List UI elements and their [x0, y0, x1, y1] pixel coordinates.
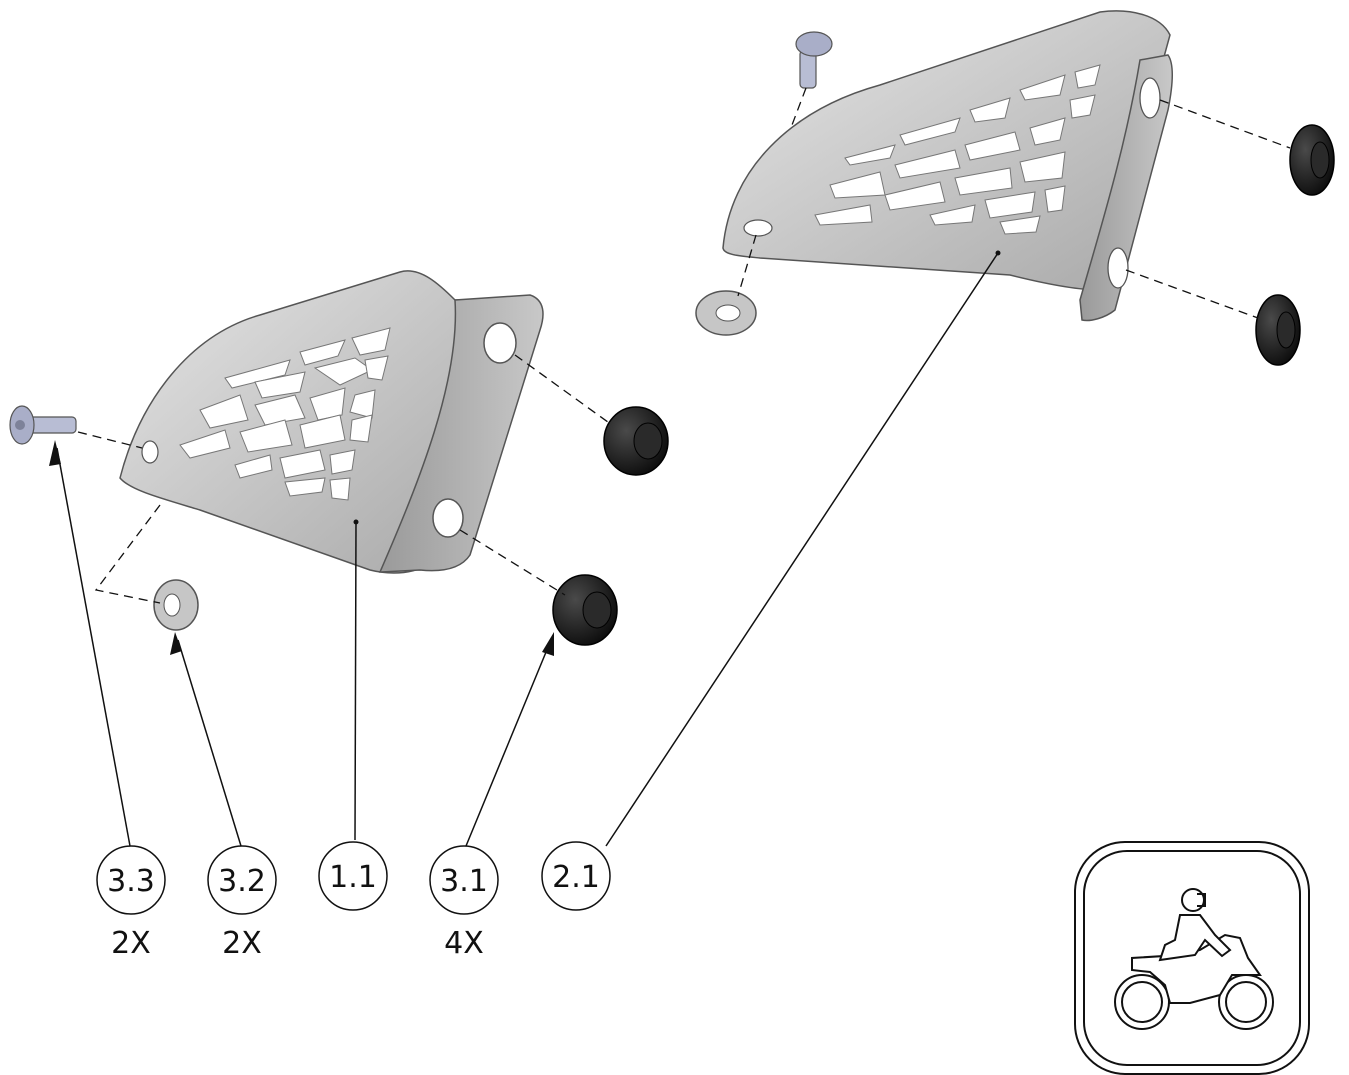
grommet-upper-right: [1289, 124, 1335, 196]
washer-right: [695, 290, 757, 336]
balloon-1-1: 1.1: [318, 841, 388, 911]
balloon-3-1: 3.1 4X: [429, 845, 499, 961]
svg-text:2X: 2X: [111, 926, 151, 961]
grommet-lower-left: [552, 574, 618, 646]
svg-text:4X: 4X: [444, 926, 484, 961]
balloon-3-2: 3.2 2X: [207, 845, 277, 961]
svg-text:3.2: 3.2: [218, 864, 266, 899]
washer-left: [153, 579, 199, 631]
motorcycle-rider-icon: [1074, 841, 1310, 1075]
svg-text:3.3: 3.3: [107, 864, 155, 899]
svg-text:2X: 2X: [222, 926, 262, 961]
bolt-left: [9, 405, 77, 445]
leader-arrowheads: [49, 440, 554, 656]
svg-text:2.1: 2.1: [552, 860, 600, 895]
balloon-2-1: 2.1: [541, 841, 611, 911]
grommet-upper-left: [603, 406, 669, 476]
svg-text:3.1: 3.1: [440, 864, 488, 899]
right-assembly-lines: [737, 87, 1291, 319]
bolt-right: [795, 31, 833, 89]
bracket-part-2-1: [722, 10, 1173, 322]
svg-text:1.1: 1.1: [329, 860, 377, 895]
balloon-3-3: 3.3 2X: [96, 845, 166, 961]
bracket-part-1-1: [119, 270, 544, 574]
leader-lines: [56, 252, 999, 847]
grommet-lower-right: [1255, 294, 1301, 366]
left-assembly-lines: [77, 354, 613, 604]
